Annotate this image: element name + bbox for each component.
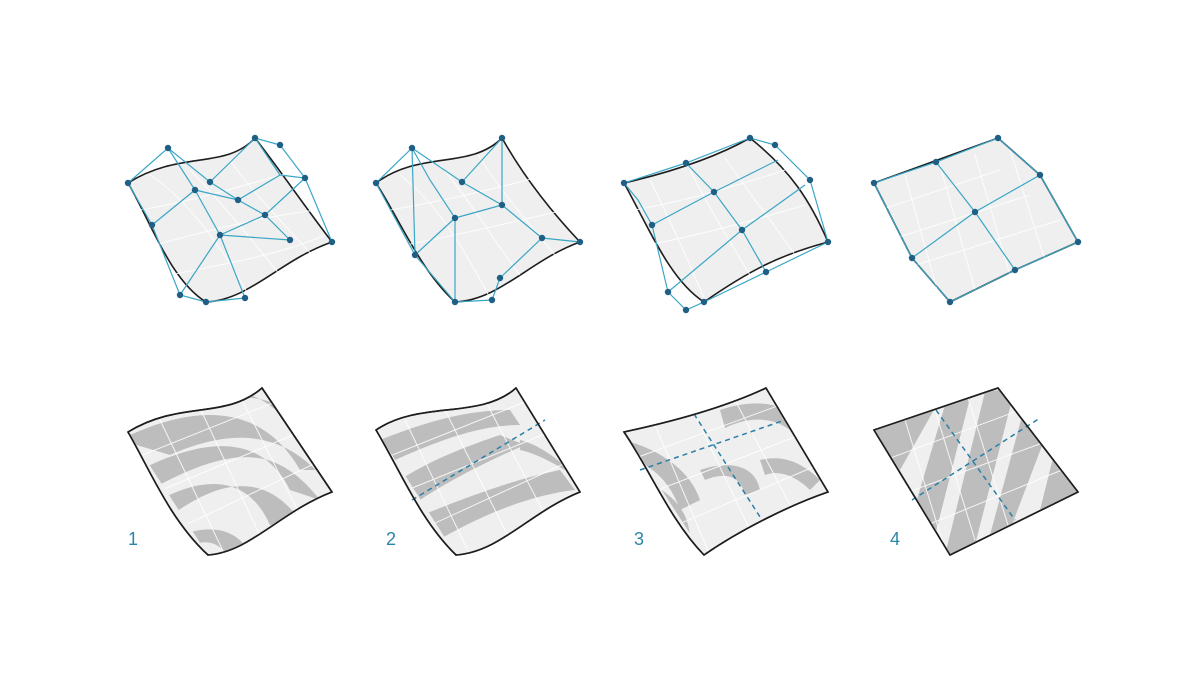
surface-1-control [124, 134, 336, 306]
surface-2-control [372, 134, 584, 306]
surface-4-seam-b [935, 409, 1016, 521]
surface-3-patch [623, 137, 829, 303]
surface-4-seam-a [911, 417, 1041, 501]
panel-label-1: 1 [128, 529, 138, 549]
surface-2-zebra [374, 386, 582, 556]
surface-4-patch [873, 137, 1079, 303]
surface-4-zebra [872, 387, 1080, 557]
surface-3-seam-a [639, 419, 786, 471]
surface-3-control [620, 134, 832, 314]
surface-2-seam [411, 419, 546, 501]
surface-2-patch [375, 137, 581, 303]
surface-1-zebra [126, 386, 334, 556]
panel-label-2: 2 [386, 529, 396, 549]
panel-label-3: 3 [634, 529, 644, 549]
surface-4-control [870, 134, 1082, 306]
surface-3-zebra [622, 386, 830, 557]
surface-3-seam-b [693, 413, 763, 521]
panel-label-4: 4 [890, 529, 900, 549]
